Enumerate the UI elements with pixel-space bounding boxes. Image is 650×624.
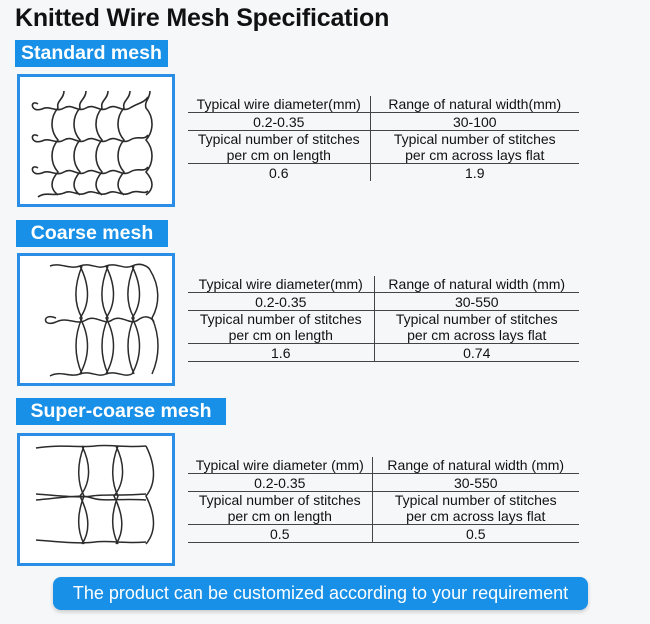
cell-line: per cm on length [226,147,331,163]
table-header-cell: Range of natural width (mm) [372,457,579,474]
table-header-cell: Typical wire diameter(mm) [188,96,371,113]
table-value-cell: 0.6 [188,163,371,181]
table-value-cell: 0.2-0.35 [188,473,373,492]
section-label-coarse-mesh: Coarse mesh [16,220,168,247]
table-header-cell: Range of natural width (mm) [374,276,579,293]
table-row: Typical wire diameter(mm) Range of natur… [188,96,579,113]
table-value-cell: 30-550 [372,473,579,492]
table-value-cell: 0.5 [372,524,579,543]
spec-table-coarse-mesh: Typical wire diameter(mm) Range of natur… [188,276,579,362]
coarse-mesh-image [17,253,175,386]
table-row: 0.5 0.5 [188,524,579,543]
table-row: 0.6 1.9 [188,163,579,181]
table-row: Typical wire diameter(mm) Range of natur… [188,276,579,293]
table-value-cell: 0.5 [188,524,373,543]
spec-table-super-coarse-mesh: Typical wire diameter (mm) Range of natu… [188,457,579,543]
cell-line: per cm across lays flat [407,327,547,343]
table-row: 0.2-0.35 30-100 [188,112,579,131]
table-row: Typical wire diameter (mm) Range of natu… [188,457,579,474]
table-header-cell: Typical wire diameter(mm) [188,276,375,293]
super-coarse-mesh-diagram-icon [35,444,155,545]
standard-mesh-image [17,74,175,207]
section-label-super-coarse-mesh: Super-coarse mesh [16,398,226,425]
table-row: 1.6 0.74 [188,343,579,362]
standard-mesh-diagram-icon [31,90,153,198]
table-value-cell: 0.2-0.35 [188,112,371,131]
table-value-cell: 0.2-0.35 [188,292,375,311]
cell-line: Typical number of stitches [393,131,556,147]
cell-line: Typical number of stitches [199,311,362,327]
cell-line: Typical number of stitches [394,492,557,508]
spec-table-standard-mesh: Typical wire diameter(mm) Range of natur… [188,96,579,181]
section-label-standard-mesh: Standard mesh [15,40,168,67]
table-header-cell: Range of natural width(mm) [370,96,579,113]
cell-line: Typical number of stitches [197,131,360,147]
table-row: 0.2-0.35 30-550 [188,292,579,311]
table-value-cell: 0.74 [374,343,579,362]
table-value-cell: 1.9 [465,165,485,181]
table-value-cell: 30-100 [370,112,579,131]
cell-line: per cm on length [227,508,332,524]
coarse-mesh-diagram-icon [44,263,159,377]
table-row: 0.2-0.35 30-550 [188,473,579,492]
table-value-cell: 1.6 [188,343,375,362]
cell-line: per cm across lays flat [406,508,546,524]
cell-line: Typical number of stitches [395,311,558,327]
page-title: Knitted Wire Mesh Specification [15,4,390,32]
table-header-cell: Typical wire diameter (mm) [188,457,373,474]
super-coarse-mesh-image [17,433,175,566]
table-value-cell: 30-550 [374,292,579,311]
cell-line: Typical number of stitches [198,492,361,508]
cell-line: per cm across lays flat [405,147,545,163]
cell-line: per cm on length [228,327,333,343]
customization-banner: The product can be customized according … [53,577,588,610]
